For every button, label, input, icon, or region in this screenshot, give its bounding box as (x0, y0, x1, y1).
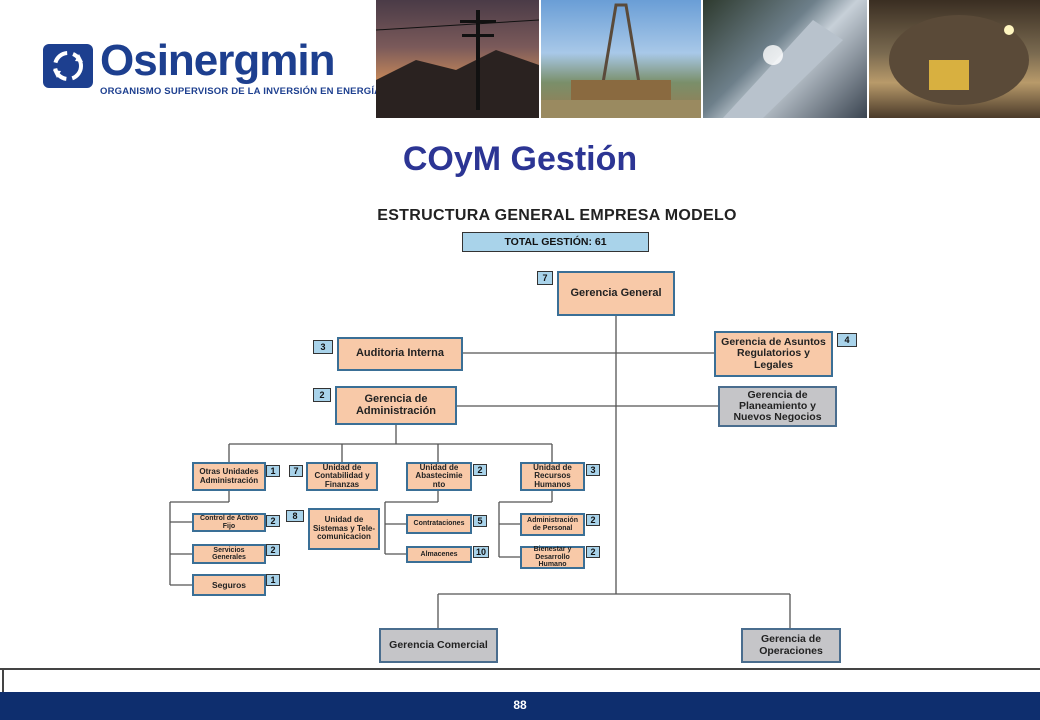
node-gerencia-comercial: Gerencia Comercial (379, 628, 498, 663)
badge-gerencia-administracion: 2 (313, 388, 331, 402)
node-asuntos-regulatorios: Gerencia de Asuntos Regulatorios y Legal… (714, 331, 833, 377)
node-contabilidad: Unidad de Contabilidad y Finanzas (306, 462, 378, 491)
underground-mine-photo (869, 0, 1040, 118)
node-otras-unidades: Otras Unidades Administración (192, 462, 266, 491)
node-administracion-personal: Administración de Personal (520, 513, 585, 536)
footer-bar (0, 692, 1040, 720)
badge-sistemas: 8 (286, 510, 304, 522)
node-contrataciones: Contrataciones (406, 514, 472, 534)
power-lines-photo (376, 0, 539, 118)
badge-otras-unidades: 1 (266, 465, 280, 477)
node-auditoria-interna: Auditoria Interna (337, 337, 463, 371)
node-planeamiento: Gerencia de Planeamiento y Nuevos Negoci… (718, 386, 837, 427)
badge-administracion-personal: 2 (586, 514, 600, 526)
page-number: 88 (513, 698, 527, 712)
badge-recursos-humanos: 3 (586, 464, 600, 476)
badge-auditoria-interna: 3 (313, 340, 333, 354)
logo-icon (43, 44, 93, 88)
badge-contabilidad: 7 (289, 465, 303, 477)
node-almacenes: Almacenes (406, 546, 472, 563)
footer-divider (0, 668, 1040, 670)
node-bienestar: Bienestar y Desarrollo Humano (520, 546, 585, 569)
node-recursos-humanos: Unidad de Recursos Humanos (520, 462, 585, 491)
badge-bienestar: 2 (586, 546, 600, 558)
drilling-rig-photo (541, 0, 701, 118)
node-gerencia-administracion: Gerencia de Administración (335, 386, 457, 425)
badge-asuntos-regulatorios: 4 (837, 333, 857, 347)
node-sistemas: Unidad de Sistemas y Tele- comunicacion (308, 508, 380, 550)
badge-activo-fijo: 2 (266, 515, 280, 527)
pipeline-welding-photo (703, 0, 867, 118)
node-servicios-generales: Servicios Generales (192, 544, 266, 564)
badge-gerencia-general: 7 (537, 271, 553, 285)
chart-title: ESTRUCTURA GENERAL EMPRESA MODELO (377, 207, 737, 224)
badge-seguros: 1 (266, 574, 280, 586)
badge-almacenes: 10 (473, 546, 489, 558)
node-activo-fijo: Control de Activo Fijo (192, 513, 266, 532)
footer-divider-tick (2, 670, 4, 692)
badge-contrataciones: 5 (473, 515, 487, 527)
total-gestion-box: TOTAL GESTIÓN: 61 (462, 232, 649, 252)
badge-servicios-generales: 2 (266, 544, 280, 556)
node-abastecimiento: Unidad de Abastecimie nto (406, 462, 472, 491)
node-seguros: Seguros (192, 574, 266, 596)
badge-abastecimiento: 2 (473, 464, 487, 476)
logo-wordmark: Osinergmin (100, 36, 335, 85)
node-gerencia-operaciones: Gerencia de Operaciones (741, 628, 841, 663)
slide-title: COyM Gestión (402, 140, 638, 178)
logo-subtitle: ORGANISMO SUPERVISOR DE LA INVERSIÓN EN … (100, 86, 435, 97)
node-gerencia-general: Gerencia General (557, 271, 675, 316)
